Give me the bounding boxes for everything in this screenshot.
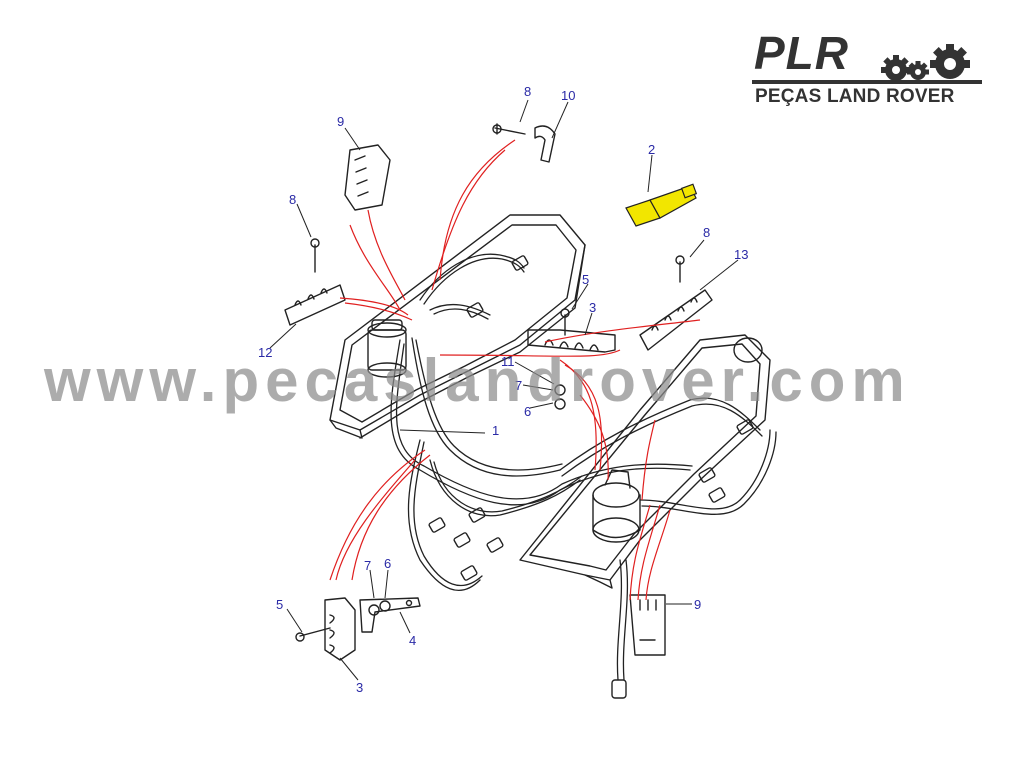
callout-12: 12 [258, 345, 272, 360]
lead-separator-lower [629, 594, 666, 656]
lead-clip-strip-12 [284, 284, 346, 326]
logo-rule [752, 80, 982, 84]
callout-3-lower: 3 [356, 680, 363, 695]
callout-leader-lines [269, 99, 739, 681]
callout-8-left: 8 [289, 192, 296, 207]
callout-13: 13 [734, 247, 748, 262]
callout-8-right: 8 [703, 225, 710, 240]
ignition-coil [367, 319, 407, 378]
callout-9-upper: 9 [337, 114, 344, 129]
spark-plug-highlighted [625, 183, 698, 227]
lead-bracket-lower [324, 597, 356, 661]
distributor [592, 469, 641, 543]
plug-caps-left [428, 255, 529, 581]
gears-icon [881, 44, 970, 82]
callout-numbers: 1 2 3 3 4 5 5 6 6 7 7 8 8 8 9 9 10 11 12… [258, 84, 748, 695]
logo-sub-text: PEÇAS LAND ROVER [755, 86, 955, 107]
plug-caps-right [611, 419, 754, 699]
logo-main-text: PLR [754, 27, 849, 79]
rocker-cover-left [329, 214, 586, 439]
callout-4: 4 [409, 633, 416, 648]
callout-2: 2 [648, 142, 655, 157]
callout-5-lower: 5 [276, 597, 283, 612]
lead-bracket-upper [527, 329, 616, 353]
callout-10: 10 [561, 88, 575, 103]
callout-7-lower: 7 [364, 558, 371, 573]
lead-separator-upper [344, 144, 391, 211]
rocker-cover-right [519, 334, 771, 589]
callout-1: 1 [492, 423, 499, 438]
ht-leads-harness [390, 253, 777, 681]
washers-nuts [368, 384, 566, 616]
callout-8-top: 8 [524, 84, 531, 99]
screws [295, 123, 685, 642]
callout-6-lower: 6 [384, 556, 391, 571]
red-leader-lines [329, 139, 701, 601]
callout-11: 11 [501, 354, 515, 369]
lead-clip-strip-13 [639, 289, 713, 351]
mounting-plate [359, 597, 421, 633]
callout-5-upper: 5 [582, 272, 589, 287]
callout-3-upper: 3 [589, 300, 596, 315]
callout-9-lower: 9 [694, 597, 701, 612]
website-watermark: www.pecaslandrover.com [44, 347, 911, 414]
callout-6-upper: 6 [524, 404, 531, 419]
lead-clip-10 [534, 125, 556, 163]
callout-7-upper: 7 [515, 378, 522, 393]
plr-logo: PLR [752, 30, 984, 108]
